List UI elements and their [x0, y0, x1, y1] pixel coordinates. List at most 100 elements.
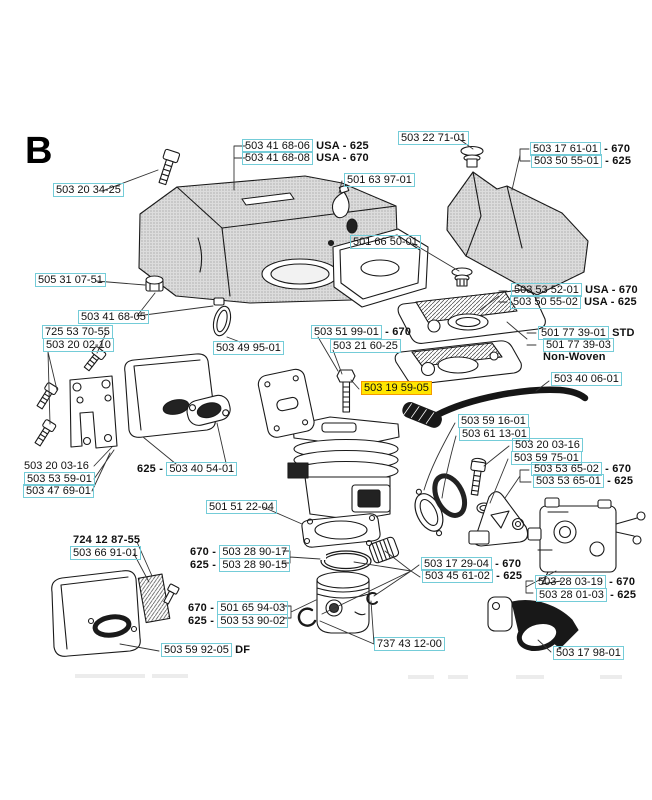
label-501-63-97-01[interactable]: 501 63 97-01	[344, 173, 415, 187]
part-number: 503 20 02-10	[43, 338, 114, 352]
part-number: 503 20 03-16	[512, 438, 583, 452]
filter-plate-upper-sketch	[397, 289, 546, 344]
label-503-28-03-19[interactable]: 503 28 03-19 - 670	[535, 575, 635, 589]
label-503-59-75-01[interactable]: 503 59 75-01	[511, 451, 582, 465]
label-503-41-68-08[interactable]: 503 41 68-08 USA - 670	[242, 151, 369, 165]
intake-gaskets-sketch	[414, 473, 468, 537]
label-503-61-13-01[interactable]: 503 61 13-01	[459, 427, 530, 441]
circlip-sketch	[297, 607, 317, 627]
label-503-20-34-25[interactable]: 503 20 34-25	[53, 183, 124, 197]
label-501-66-50-01[interactable]: 501 66 50-01	[350, 235, 421, 249]
cover-screw-sketch	[158, 148, 181, 186]
label-503-22-71-01[interactable]: 503 22 71-01	[398, 131, 469, 145]
label-503-51-99-01[interactable]: 503 51 99-01 - 670	[311, 325, 411, 339]
label-503-49-95-01[interactable]: 503 49 95-01	[213, 341, 284, 355]
label-503-21-60-25[interactable]: 503 21 60-25	[330, 339, 401, 353]
highlighted-screw-sketch	[336, 369, 356, 413]
label-503-53-52-01[interactable]: 503 53 52-01 USA - 670	[511, 283, 638, 297]
label-503-40-54-01[interactable]: 625 - 503 40 54-01	[137, 462, 238, 476]
part-number: 501 51 22-04	[206, 500, 277, 514]
label-505-31-07-51[interactable]: 505 31 07-51	[35, 273, 106, 287]
label-503-41-68-06[interactable]: 503 41 68-06 USA - 625	[242, 139, 369, 153]
label-503-20-03-16-right[interactable]: 503 20 03-16	[512, 438, 583, 452]
label-503-59-16-01[interactable]: 503 59 16-01	[458, 414, 529, 428]
part-number: 505 31 07-51	[35, 273, 106, 287]
section-letter: B	[25, 130, 53, 172]
label-503-28-01-03[interactable]: 503 28 01-03 - 625	[536, 588, 636, 602]
muffler-bolt-sketch	[36, 382, 59, 410]
part-number: 737 43 12-00	[374, 637, 445, 651]
label-503-40-06-01[interactable]: 503 40 06-01	[551, 372, 622, 386]
part-number: 503 50 55-02	[510, 295, 581, 309]
part-number: 503 53 90-02	[217, 614, 289, 628]
part-number: 503 53 65-02	[531, 462, 602, 476]
part-number: 503 59 75-01	[511, 451, 582, 465]
part-number: 501 65 94-03	[217, 601, 289, 615]
part-number: 501 63 97-01	[344, 173, 415, 187]
part-number: 503 47 69-01	[23, 484, 94, 498]
label-737-43-12-00[interactable]: 737 43 12-00	[374, 637, 445, 651]
df-muffler-sketch	[51, 570, 141, 657]
pin-clip-sketch	[366, 591, 378, 605]
label-503-17-61-01[interactable]: 503 17 61-01 - 670	[530, 142, 630, 156]
muffler-bolt2-sketch	[34, 419, 57, 447]
part-number: 503 59 92-05	[161, 643, 232, 657]
label-503-53-59-01[interactable]: 503 53 59-01	[24, 472, 95, 486]
label-501-65-94-03[interactable]: 670 - 501 65 94-03	[188, 601, 289, 615]
filter-plate-lower-sketch	[394, 340, 522, 385]
screen-screw-sketch	[163, 583, 180, 605]
leader-lines	[47, 138, 557, 653]
part-number: 503 41 68-08	[242, 151, 313, 165]
air-box-cap-sketch	[451, 267, 473, 287]
part-number: 503 50 55-01	[531, 154, 602, 168]
muffler-bracket-sketch	[69, 375, 118, 449]
part-number: 503 41 68-05	[78, 310, 149, 324]
part-number: 503 40 06-01	[551, 372, 622, 386]
label-503-41-68-05[interactable]: 503 41 68-05	[78, 310, 149, 324]
carb-screw-sketch	[470, 457, 487, 496]
label-501-51-22-04[interactable]: 501 51 22-04	[206, 500, 277, 514]
part-number: 503 28 03-19	[535, 575, 606, 589]
label-503-17-98-01[interactable]: 503 17 98-01	[553, 646, 624, 660]
label-503-50-55-02[interactable]: 503 50 55-02 USA - 625	[510, 295, 637, 309]
label-501-77-39-01[interactable]: 501 77 39-01 STD	[538, 326, 635, 340]
cylinder-sketch	[287, 416, 400, 521]
label-503-50-55-01[interactable]: 503 50 55-01 - 625	[531, 154, 631, 168]
part-number: 501 66 50-01	[350, 235, 421, 249]
label-503-19-59-05-highlighted[interactable]: 503 19 59-05	[361, 381, 432, 395]
label-503-66-91-01[interactable]: 503 66 91-01	[70, 546, 141, 560]
label-503-53-65-01[interactable]: 503 53 65-01 - 625	[533, 474, 633, 488]
air-box-sketch	[332, 228, 429, 308]
part-number: 503 22 71-01	[398, 131, 469, 145]
label-503-53-65-02[interactable]: 503 53 65-02 - 670	[531, 462, 631, 476]
muffler-gasket-sketch	[257, 368, 315, 438]
label-724-12-87-55: 724 12 87-55	[73, 534, 141, 546]
muffler-sketch	[124, 353, 231, 438]
piston-ring-sketch	[317, 550, 372, 572]
intake-elbow-sketch	[487, 596, 579, 652]
spark-screen-sketch	[137, 573, 171, 624]
label-503-28-90-15[interactable]: 625 - 503 28 90-15	[190, 558, 291, 572]
part-number: 503 59 16-01	[458, 414, 529, 428]
bulb-sketch	[331, 184, 350, 219]
label-501-77-39-03[interactable]: 501 77 39-03	[543, 338, 614, 352]
label-503-47-69-01[interactable]: 503 47 69-01	[23, 484, 94, 498]
grommet-sketch	[145, 275, 164, 292]
carburetor-sketch	[527, 497, 646, 585]
label-725-53-70-55[interactable]: 725 53 70-55	[42, 325, 113, 339]
part-number: 503 61 13-01	[459, 427, 530, 441]
label-503-45-61-02[interactable]: 503 45 61-02 - 625	[422, 569, 522, 583]
label-503-28-90-17[interactable]: 670 - 503 28 90-17	[190, 545, 291, 559]
part-number: 503 45 61-02	[422, 569, 493, 583]
fuel-hose-sketch	[402, 386, 589, 428]
part-number: 503 40 54-01	[166, 462, 238, 476]
part-number: 503 41 68-06	[242, 139, 313, 153]
label-503-59-92-05[interactable]: 503 59 92-05 DF	[161, 643, 250, 657]
label-503-53-90-02[interactable]: 625 - 503 53 90-02	[188, 614, 289, 628]
label-503-20-02-10[interactable]: 503 20 02-10	[43, 338, 114, 352]
part-number: 501 77 39-03	[543, 338, 614, 352]
label-503-17-29-04[interactable]: 503 17 29-04 - 670	[421, 557, 521, 571]
cylinder-gasket-sketch	[301, 513, 381, 548]
